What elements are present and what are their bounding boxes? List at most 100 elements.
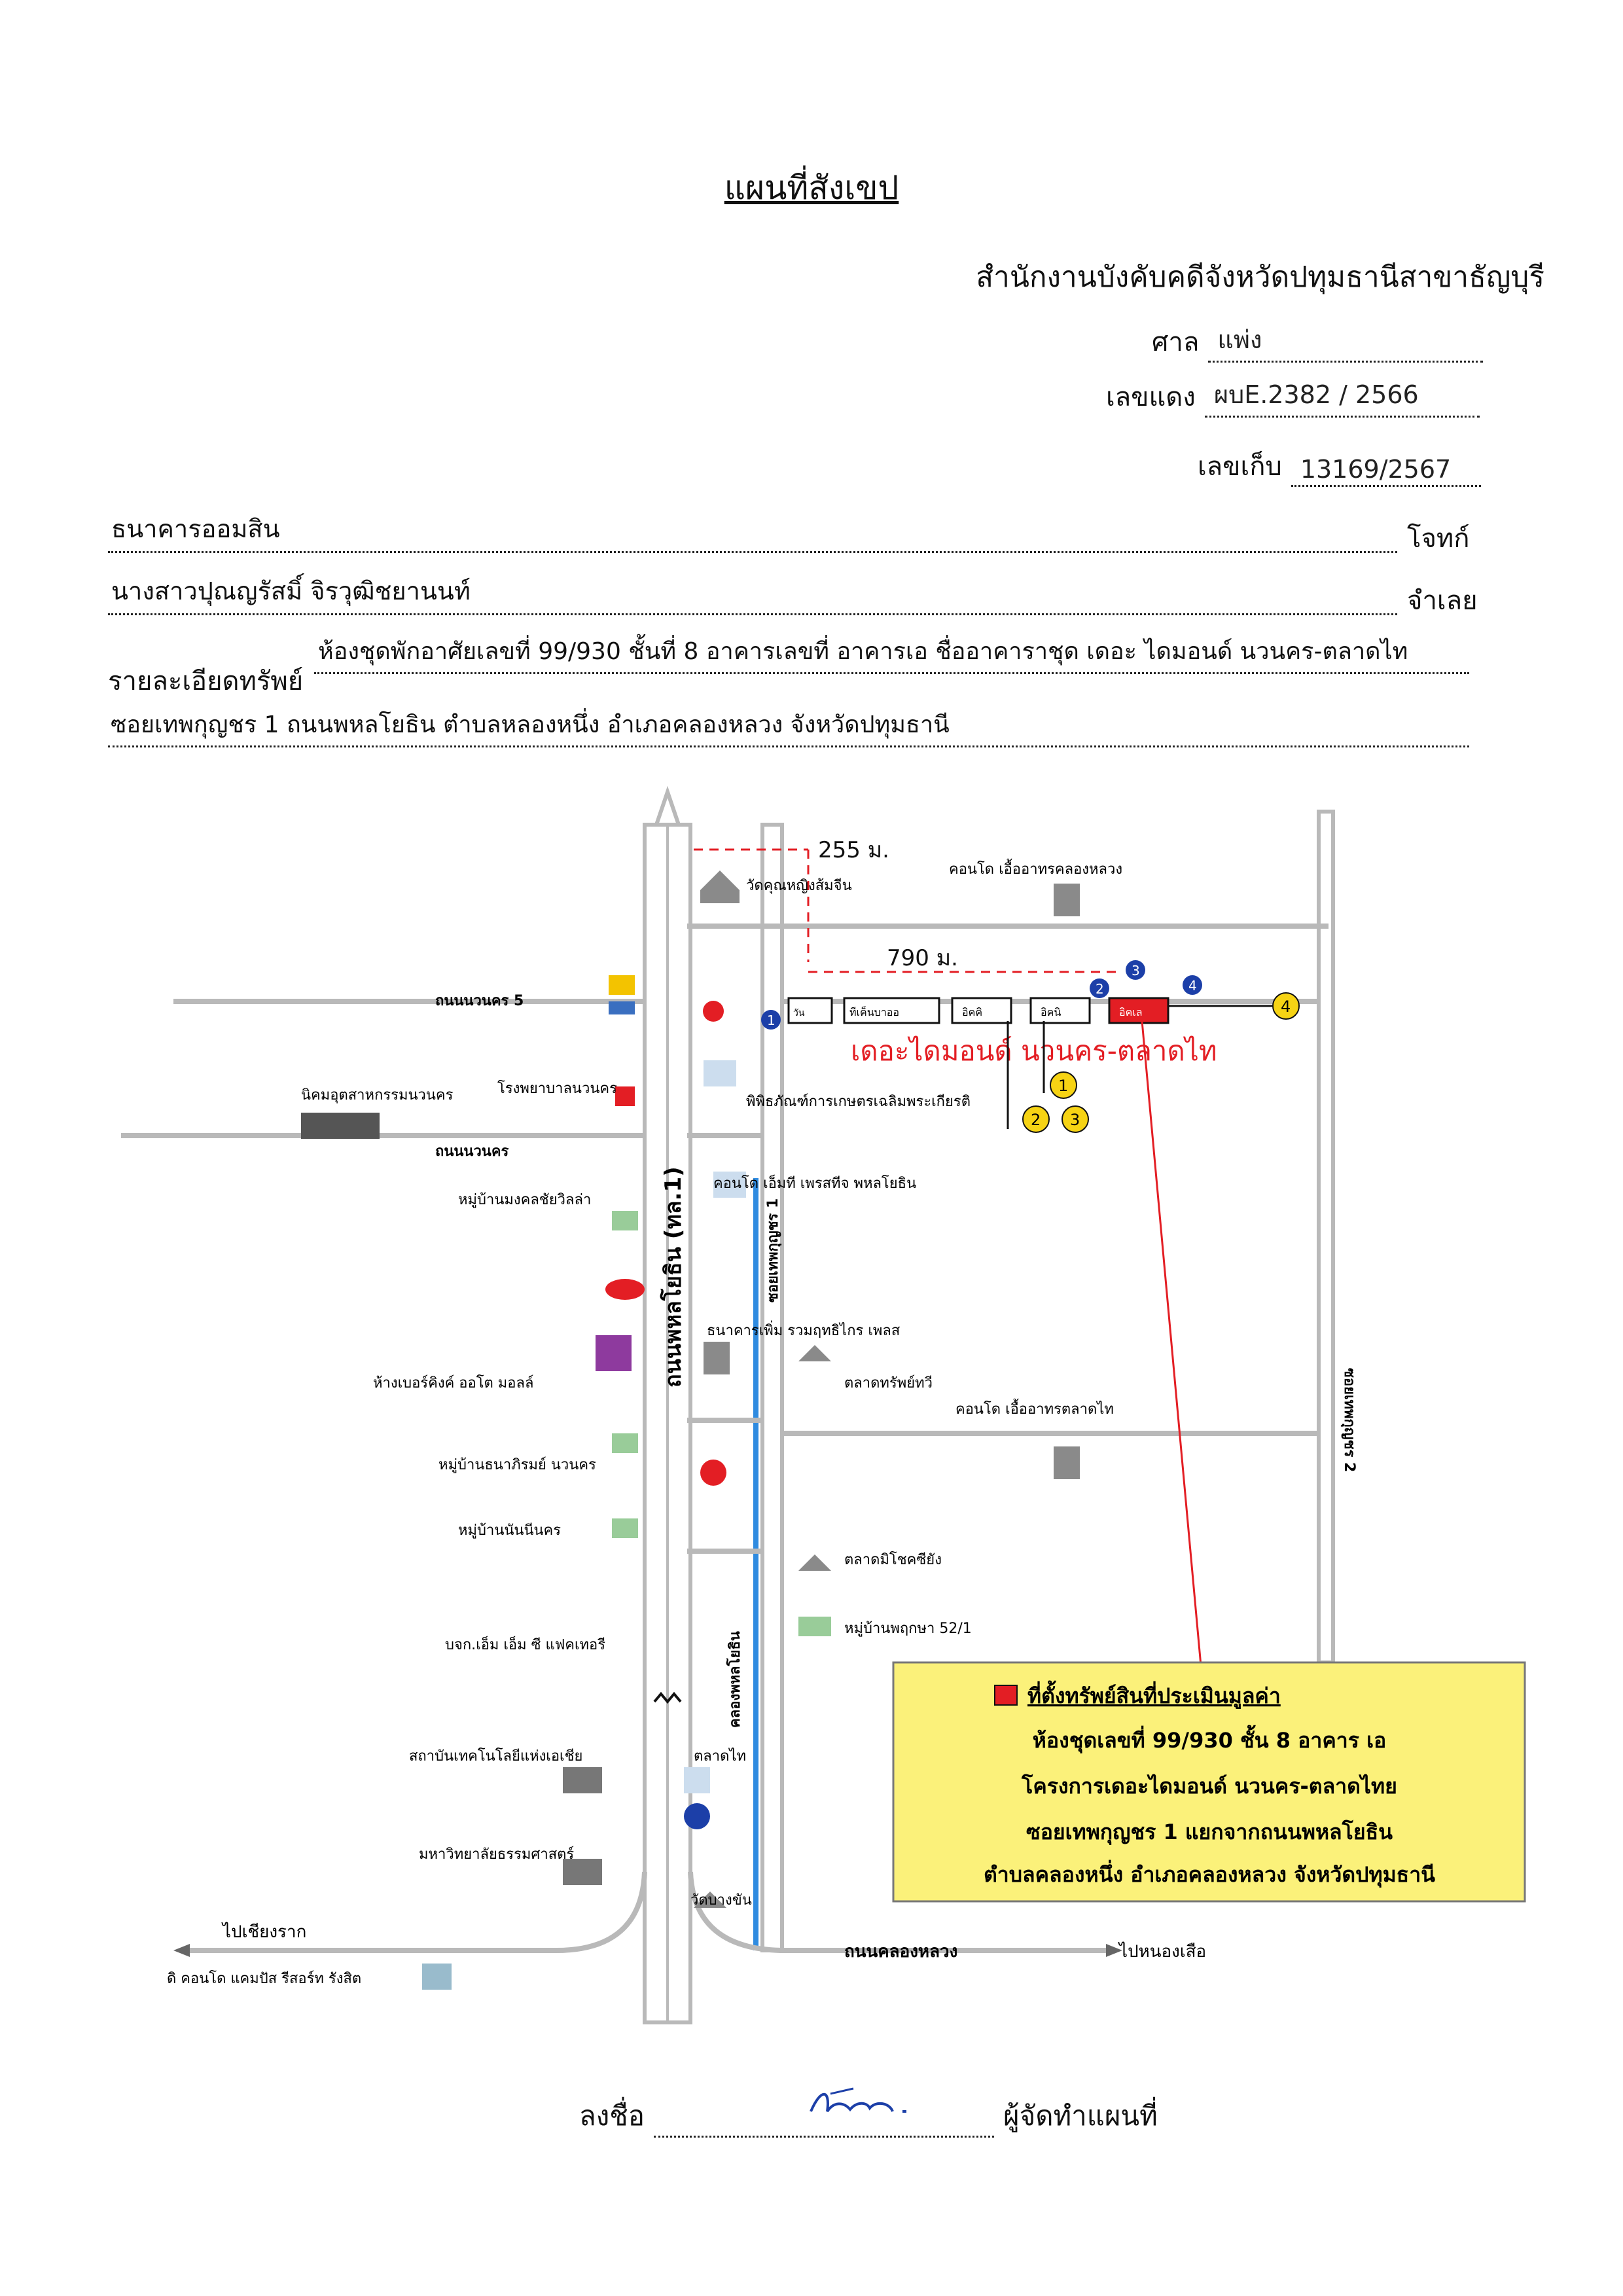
store-icon — [609, 1001, 635, 1014]
label-industrial: นิคมอุตสาหกรรมนวนคร — [301, 1087, 454, 1103]
property-line-1-text: ห้องชุดพักอาศัยเลขที่ 99/930 ชั้นที่ 8 อ… — [318, 638, 1408, 665]
label-condo-bottom: ดิ คอนโด แคมปัส รีสอร์ท รังสิต — [167, 1970, 361, 1987]
soi-thepkunchon-2-road — [1317, 810, 1335, 1664]
svg-text:1: 1 — [1058, 1077, 1068, 1095]
label-soi-2: ซอยเทพกุญชร 2 — [1340, 1368, 1357, 1472]
svg-text:3: 3 — [1132, 963, 1140, 978]
market-2-icon — [798, 1554, 831, 1571]
sign-label: ลงชื่อ — [579, 2100, 645, 2132]
plaintiff-label: โจทก์ — [1407, 524, 1470, 554]
svg-text:3: 3 — [1070, 1111, 1080, 1129]
institute-icon — [563, 1767, 602, 1793]
label-wat-bottom: วัดบางขัน — [690, 1892, 752, 1909]
yellow-marker-2 — [1022, 1105, 1050, 1133]
factory-icon — [301, 1113, 380, 1139]
signer-role: ผู้จัดทำแผนที่ — [1003, 2100, 1158, 2132]
plaintiff-value: ธนาคารออมสิน — [111, 514, 280, 543]
legend-title: ที่ตั้งทรัพย์สินที่ประเมินมูลค่า — [1027, 1680, 1281, 1710]
arrow-right-icon — [1106, 1944, 1122, 1957]
red-number-value: ผบE.2382 / 2566 — [1213, 380, 1419, 409]
office-name: สำนักงานบังคับคดีจังหวัดปทุมธานีสาขาธัญบ… — [976, 260, 1544, 294]
label-soi-1: ซอยเทพกุญชร 1 — [765, 1198, 782, 1302]
phahol-road — [643, 785, 692, 2024]
market-icon — [798, 1345, 831, 1361]
plaintiff-line: ธนาคารออมสิน — [108, 514, 1397, 553]
landmark-labels: วัดคุณหญิงส้มจีน คอนโด เอื้ออาทรคลองหลวง… — [167, 859, 1122, 1987]
label-khlongluang: ถนนคลองหลวง — [844, 1942, 957, 1962]
label-market-2: ตลาดมิโชคซียัง — [844, 1551, 942, 1568]
mitsubishi-icon — [703, 1001, 724, 1022]
village-3-icon — [612, 1518, 638, 1538]
court-field: ศาล แพ่ง — [1152, 321, 1484, 363]
svg-text:2: 2 — [1031, 1111, 1041, 1129]
label-bank: ธนาคารเพิ่ม รวมฤทธิไกร เพลส — [707, 1320, 901, 1339]
wat-bottom-icon — [694, 1892, 726, 1908]
caltex-icon — [700, 1460, 726, 1486]
label-navanakorn5: ถนนนวนคร 5 — [435, 993, 524, 1009]
property-line-2: ซอยเทพกุญชร 1 ถนนพหลโยธิน ตำบลหลองหนึ่ง … — [108, 711, 1469, 747]
village-2-icon — [612, 1433, 638, 1453]
property-line-1: ห้องชุดพักอาศัยเลขที่ 99/930 ชั้นที่ 8 อ… — [314, 638, 1469, 674]
label-condo-top: คอนโด เอื้ออาทรคลองหลวง — [949, 859, 1122, 878]
road-khlongluang-left — [190, 1871, 647, 1953]
ptt-icon — [684, 1803, 710, 1829]
landmark-icons — [301, 870, 1080, 1990]
direction-left: ไปเชียงราก — [221, 1922, 306, 1942]
svg-text:1: 1 — [767, 1013, 776, 1028]
file-number-value: 13169/2567 — [1300, 455, 1452, 484]
blue-markers: 1 2 3 4 — [761, 960, 1202, 1030]
label-market-1: ตลาดทรัพย์ทวี — [844, 1375, 933, 1391]
shop-icon — [609, 975, 635, 995]
box-label-4: อิคนิ — [1041, 1006, 1061, 1018]
temple-icon — [700, 870, 740, 890]
yellow-marker-4 — [1272, 992, 1300, 1020]
toyota-icon — [605, 1279, 645, 1300]
blue-marker-1 — [761, 1010, 781, 1030]
arrow-left-icon — [173, 1944, 190, 1957]
legend-line-2: โครงการเดอะไดมอนด์ นวนคร-ตลาดไทย — [1021, 1774, 1397, 1799]
hospital-icon — [615, 1086, 635, 1106]
distance-790-label: 790 ม. — [887, 945, 958, 971]
property-label: รายละเอียดทรัพย์ — [108, 666, 304, 696]
label-hospital: โรงพยาบาลนวนคร — [497, 1080, 617, 1097]
label-institute: สถาบันเทคโนโลยีแห่งเอเชีย — [409, 1748, 582, 1765]
museum-icon — [704, 1060, 736, 1086]
label-village-52: หมู่บ้านพฤกษา 52/1 — [844, 1621, 972, 1637]
condo-bottom-icon — [422, 1964, 452, 1990]
signature-row: ลงชื่อ ผู้จัดทำแผนที่ — [579, 2087, 1158, 2138]
yellow-marker-3 — [1061, 1105, 1089, 1133]
label-village-nathi: หมู่บ้านธนาภิรมย์ นวนคร — [438, 1457, 596, 1473]
blue-marker-3 — [1126, 960, 1145, 980]
box-label-1: วัน — [793, 1008, 805, 1018]
legend-line-1: ห้องชุดเลขที่ 99/930 ชั้น 8 อาคาร เอ — [1033, 1725, 1386, 1754]
label-phahol: ถนนพหลโยธิน (ทล.1) — [660, 1166, 687, 1388]
defendant-value: นางสาวปุณญรัสมิ์ จิรวุฒิชยานนท์ — [111, 577, 471, 605]
label-museum: พิพิธภัณฑ์การเกษตรเฉลิมพระเกียรติ — [746, 1094, 971, 1110]
yellow-markers: 1 2 3 4 — [1007, 992, 1300, 1133]
red-number-label: เลขแดง — [1106, 382, 1196, 412]
label-cc: ห้างเบอร์คิงค์ ออโต มอลล์ — [373, 1374, 533, 1391]
label-navanakorn: ถนนนวนคร — [435, 1143, 509, 1160]
label-condo-pp: คอนโด เอ็มที เพรสทีจ พหลโยธิน — [713, 1174, 916, 1192]
condo-talad-icon — [1054, 1446, 1080, 1479]
signature-line — [653, 2087, 994, 2138]
label-talad-thai: ตลาดไท — [694, 1748, 746, 1765]
condo-icon — [1054, 884, 1080, 916]
legend-line-3: ซอยเทพกุญชร 1 แยกจากถนนพหลโยธิน — [1026, 1820, 1393, 1846]
svg-text:2: 2 — [1096, 981, 1104, 997]
label-wat-top: วัดคุณหญิงส้มจีน — [746, 878, 852, 894]
bank-icon — [704, 1342, 730, 1374]
village-icon — [612, 1211, 638, 1230]
target-building — [1108, 997, 1169, 1024]
legend-box: ที่ตั้งทรัพย์สินที่ประเมินมูลค่า ห้องชุด… — [892, 1661, 1526, 1903]
distance-255-label: 255 ม. — [818, 837, 889, 863]
file-number-label: เลขเก็บ — [1198, 452, 1282, 482]
court-label: ศาล — [1152, 327, 1200, 357]
yellow-marker-1 — [1050, 1071, 1077, 1099]
blue-marker-2 — [1090, 978, 1109, 998]
handwritten-signature — [810, 2087, 906, 2113]
legend-line-4: ตำบลคลองหนึ่ง อำเภอคลองหลวง จังหวัดปทุมธ… — [984, 1859, 1435, 1888]
leader-line — [1141, 1020, 1202, 1666]
box-label-3: อิคคิ — [962, 1006, 982, 1018]
box-label-2: ทีเค็นบาออ — [849, 1005, 899, 1018]
